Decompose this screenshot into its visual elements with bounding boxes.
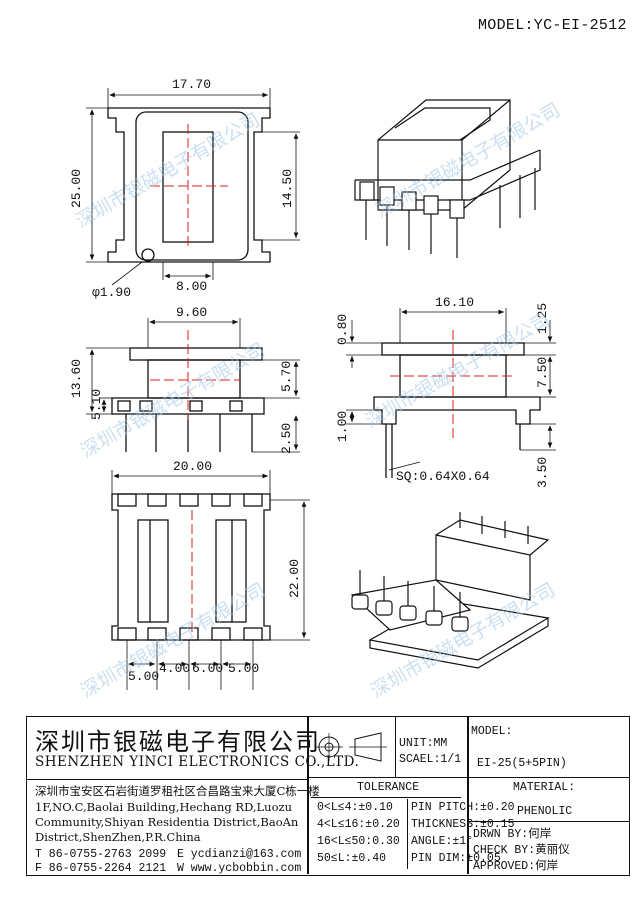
dim-S2: 4.00 [159,661,190,676]
website: W www.ycbobbin.com [177,862,302,875]
tol-pin-1: PIN PITCH:±0.20 [411,801,515,814]
tol-pin-4: PIN DIM:±0.05 [411,852,501,865]
dim-L: 16.10 [435,295,474,310]
material-label: MATERIAL: [513,781,576,794]
dim-H: 5.10 [89,389,104,420]
dim-R: SQ:0.64X0.64 [396,469,490,484]
dim-S4: 5.00 [228,661,259,676]
tel: T 86-0755-2763 2099 [35,848,167,861]
iso-view-top [354,99,541,258]
dim-K: 0.80 [335,314,350,345]
dim-O: 3.50 [535,457,550,488]
tol-row-3: 16<L≤50:0.30 [317,835,400,848]
projection-symbol [315,732,387,762]
fax: F 86-0755-2264 2121 [35,862,167,875]
dim-T: 1.00 [335,411,350,442]
email: E ycdianzi@163.com [177,848,302,861]
tolerance-title: TOLERANCE [357,781,420,794]
dim-D: 8.00 [176,279,207,294]
address-en-3: District,ShenZhen,P.R.China [35,830,201,844]
material-value: PHENOLIC [517,805,573,818]
dim-S1: 5.00 [128,669,159,684]
iso-view-bottom [350,512,550,669]
title-block: 深圳市银磁电子有限公司 SHENZHEN YINCI ELECTRONICS C… [26,716,630,876]
drawn-by: DRWN BY:何岸 [473,828,552,841]
front-view [111,347,265,452]
company-name-cn: 深圳市银磁电子有限公司 [35,728,321,756]
dim-B: 25.00 [69,169,84,208]
tol-pin-3: ANGLE:±1° [411,835,474,848]
address-cn: 深圳市宝安区石岩街道罗租社区合昌路宝来大厦C栋一楼 [35,784,320,798]
dim-A: 17.70 [172,77,211,92]
dim-J: 5.70 [279,361,294,392]
dim-N: 7.50 [535,357,550,388]
model-label: MODEL: [471,725,513,738]
tol-pin-2: THICKNESS:±0.15 [411,818,515,831]
dim-M: 1.25 [535,303,550,334]
dim-I: 2.50 [279,423,294,454]
company-name-en: SHENZHEN YINCI ELECTRONICS CO.,LTD. [35,754,360,770]
tol-row-2: 4<L≤16:±0.20 [317,818,400,831]
dim-E: 14.50 [280,169,295,208]
technical-drawing: 17.70 25.00 14.50 φ1.90 8.00 [69,77,556,690]
dim-C: φ1.90 [92,285,131,300]
dim-G: 13.60 [69,359,84,398]
address-en-2: Community,Shiyan Residentia District,Bao… [35,815,299,829]
scale: SCAEL:1/1 [399,753,462,766]
dim-F: 9.60 [176,305,207,320]
dim-S3: 6.00 [192,661,223,676]
dim-Q: 22.00 [287,559,302,598]
model-number-header: MODEL:YC-EI-2512 [478,17,627,34]
tol-row-4: 50≤L:±0.40 [317,852,387,865]
dim-P: 20.00 [173,459,212,474]
model-value: EI-25(5+5PIN) [477,757,567,770]
checked-by: CHECK BY:黄丽仪 [473,844,570,857]
address-en-1: 1F,NO.C,Baolai Building,Hechang RD,Luozu [35,800,292,814]
unit: UNIT:MM [399,737,448,750]
approved-by: APPROVED:何岸 [473,860,559,873]
tol-row-1: 0<L≤4:±0.10 [317,801,393,814]
